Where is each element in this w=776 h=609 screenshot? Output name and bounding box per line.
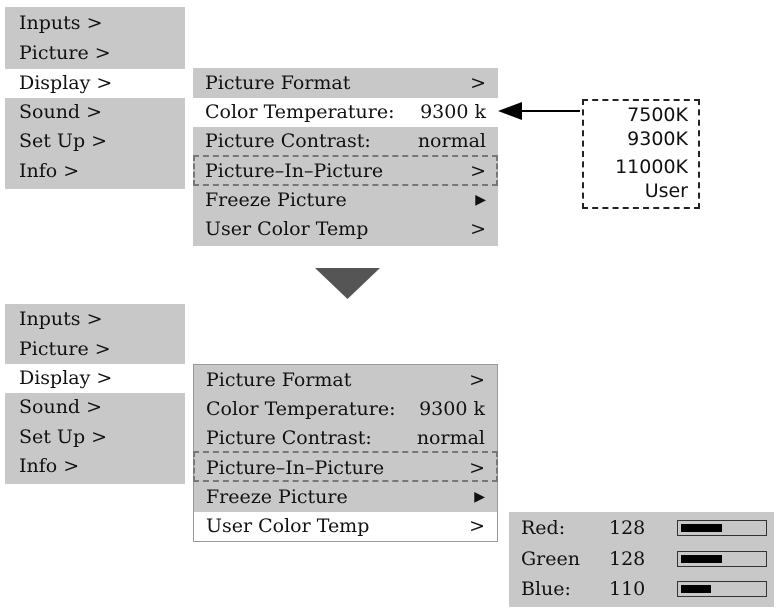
bottom-sub-value-freeze-picture: ▶: [474, 489, 485, 505]
bottom-sub-item-user-color-temp[interactable]: User Color Temp >: [194, 512, 497, 541]
bottom-main-item-info[interactable]: Info >: [19, 455, 80, 477]
bottom-display-submenu: Picture Format > Color Temperature: 9300…: [193, 364, 498, 542]
rgb-row-blue: Blue: 110: [509, 575, 774, 604]
green-level-slider[interactable]: [677, 551, 767, 567]
top-sub-item-freeze-picture[interactable]: Freeze Picture ▶: [193, 186, 498, 215]
bottom-main-item-display[interactable]: Display >: [5, 364, 185, 393]
bottom-main-menu: Inputs > Picture > Display > Sound > Set…: [5, 304, 185, 484]
bottom-separator-dashed: [193, 451, 498, 482]
bottom-sub-value-picture-contrast: normal: [416, 427, 485, 449]
temp-option-user[interactable]: User: [644, 180, 688, 202]
top-sub-label-freeze-picture: Freeze Picture: [205, 189, 347, 211]
bottom-sub-item-color-temperature[interactable]: Color Temperature: 9300 k: [194, 395, 497, 424]
top-sub-value-picture-format: >: [470, 72, 486, 94]
bottom-sub-label-picture-contrast: Picture Contrast:: [206, 427, 372, 449]
top-sub-value-user-color-temp: >: [470, 218, 486, 240]
top-sub-label-picture-contrast: Picture Contrast:: [205, 130, 371, 152]
top-main-item-picture[interactable]: Picture >: [19, 42, 111, 64]
bottom-sub-label-picture-format: Picture Format: [206, 369, 352, 391]
top-main-item-info[interactable]: Info >: [19, 160, 80, 182]
rgb-row-green: Green 128: [509, 545, 774, 574]
green-level-fill: [681, 555, 722, 563]
top-separator-dashed: [193, 155, 498, 186]
temp-option-9300k[interactable]: 9300K: [627, 128, 688, 150]
bottom-sub-label-freeze-picture: Freeze Picture: [206, 486, 348, 508]
temp-option-7500k[interactable]: 7500K: [627, 104, 688, 126]
bottom-sub-label-color-temperature: Color Temperature:: [206, 398, 396, 420]
bottom-sub-item-picture-format[interactable]: Picture Format >: [194, 366, 497, 395]
bottom-sub-value-color-temperature: 9300 k: [419, 398, 485, 420]
top-sub-item-picture-format[interactable]: Picture Format >: [193, 69, 498, 98]
top-sub-value-picture-contrast: normal: [417, 130, 486, 152]
top-display-submenu: Picture Format > Color Temperature: 9300…: [193, 68, 498, 246]
bottom-main-item-setup[interactable]: Set Up >: [19, 426, 108, 448]
top-main-item-sound[interactable]: Sound >: [19, 101, 103, 123]
bottom-sub-item-freeze-picture[interactable]: Freeze Picture ▶: [194, 483, 497, 512]
rgb-row-red: Red: 128: [509, 514, 774, 543]
top-sub-item-pip[interactable]: Picture–In–Picture >: [193, 157, 498, 186]
bottom-main-item-inputs[interactable]: Inputs >: [19, 308, 103, 330]
rgb-value-red: 128: [609, 517, 646, 539]
red-level-slider[interactable]: [677, 520, 767, 536]
top-sub-value-pip: >: [470, 160, 486, 182]
temperature-options-box: 7500K 9300K 11000K User: [582, 99, 700, 209]
blue-level-slider[interactable]: [677, 581, 767, 597]
bottom-sub-item-picture-contrast[interactable]: Picture Contrast: normal: [194, 424, 497, 453]
top-main-item-setup[interactable]: Set Up >: [19, 130, 108, 152]
top-sub-label-color-temperature: Color Temperature:: [205, 101, 395, 123]
rgb-label-red: Red:: [521, 517, 566, 539]
top-sub-label-pip: Picture–In–Picture: [205, 160, 384, 182]
top-sub-label-user-color-temp: User Color Temp: [205, 218, 369, 240]
bottom-sub-value-user-color-temp: >: [469, 515, 485, 537]
bottom-sub-label-pip: Picture–In–Picture: [206, 457, 385, 479]
bottom-main-item-picture[interactable]: Picture >: [19, 338, 111, 360]
bottom-sub-value-picture-format: >: [469, 369, 485, 391]
top-main-item-display[interactable]: Display >: [5, 69, 185, 98]
red-level-fill: [681, 524, 722, 532]
top-sub-value-color-temperature: 9300 k: [420, 101, 486, 123]
top-main-item-inputs[interactable]: Inputs >: [19, 12, 103, 34]
rgb-label-green: Green: [521, 548, 580, 570]
top-sub-value-freeze-picture: ▶: [475, 192, 486, 208]
blue-level-fill: [681, 585, 711, 593]
top-sub-label-picture-format: Picture Format: [205, 72, 351, 94]
temp-option-11000k[interactable]: 11000K: [615, 156, 688, 178]
bottom-sub-value-pip: >: [469, 457, 485, 479]
left-arrow-icon: [498, 102, 522, 120]
rgb-label-blue: Blue:: [521, 578, 571, 600]
bottom-main-item-sound[interactable]: Sound >: [19, 396, 103, 418]
down-triangle-icon: [315, 268, 380, 299]
rgb-value-green: 128: [609, 548, 646, 570]
rgb-value-blue: 110: [609, 578, 646, 600]
top-sub-item-user-color-temp[interactable]: User Color Temp >: [193, 215, 498, 244]
top-main-menu: Inputs > Picture > Display > Sound > Set…: [5, 7, 185, 189]
user-color-temp-panel: Red: 128 Green 128 Blue: 110: [509, 512, 774, 607]
bottom-sub-label-user-color-temp: User Color Temp: [206, 515, 370, 537]
top-sub-item-picture-contrast[interactable]: Picture Contrast: normal: [193, 127, 498, 156]
bottom-sub-item-pip[interactable]: Picture–In–Picture >: [194, 454, 497, 483]
top-sub-item-color-temperature[interactable]: Color Temperature: 9300 k: [193, 98, 498, 127]
